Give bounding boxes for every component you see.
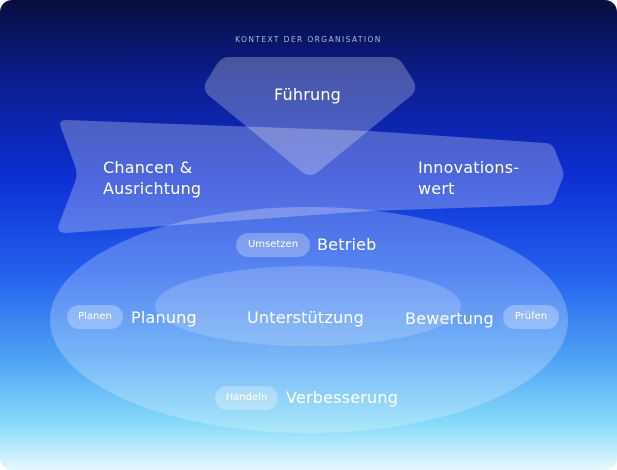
support-label: Unterstützung: [247, 308, 365, 327]
context-label: KONTEXT DER ORGANISATION: [235, 35, 382, 44]
leadership-label: Führung: [274, 85, 342, 104]
operation-label: Betrieb: [317, 235, 377, 254]
planning-label: Planung: [131, 308, 197, 327]
plan-tag: Planen: [67, 305, 123, 329]
cycle-outer-ellipse: [50, 207, 568, 433]
support-inner-ellipse: [155, 266, 461, 346]
act-tag: Handeln: [215, 386, 278, 410]
check-tag: Prüfen: [503, 305, 559, 329]
implement-tag: Umsetzen: [236, 233, 310, 257]
evaluation-label: Bewertung: [405, 309, 494, 328]
opportunities-label: Chancen & Ausrichtung: [103, 158, 202, 198]
innovation-value-label: Innovations- wert: [418, 158, 520, 198]
leadership-shape: [204, 57, 416, 175]
strategy-band: [58, 120, 564, 233]
improvement-label: Verbesserung: [286, 388, 399, 407]
